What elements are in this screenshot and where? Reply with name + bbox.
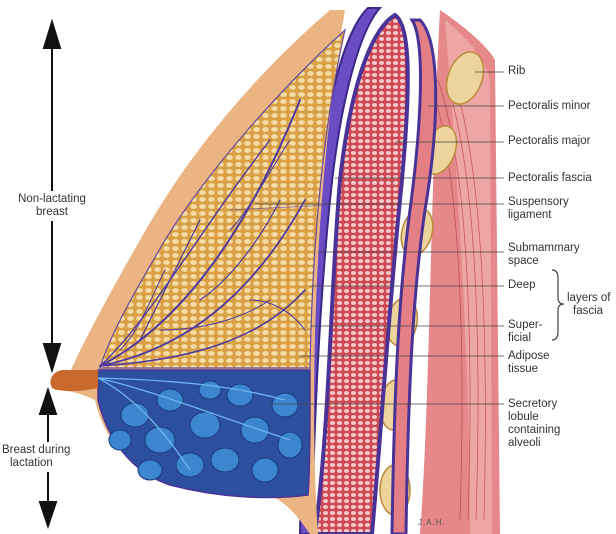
label-superficial: Super- ficial	[508, 319, 543, 345]
label-submammary-line1: Submammary	[508, 242, 580, 255]
label-secretory-line2: lobule	[508, 411, 560, 424]
label-layers-line2: fascia	[567, 305, 610, 318]
label-non-lactating-line2: breast	[4, 206, 100, 219]
label-suspensory-line2: ligament	[508, 209, 569, 222]
label-superficial-line1: Super-	[508, 319, 543, 332]
label-pectoralis-minor: Pectoralis minor	[508, 100, 590, 113]
label-deep: Deep	[508, 279, 536, 292]
label-adipose-tissue: Adipose tissue	[508, 350, 550, 376]
label-suspensory-ligament: Suspensory ligament	[508, 196, 569, 222]
label-secretory-line4: alveoli	[508, 437, 560, 450]
adipose-tissue-region	[100, 30, 345, 368]
label-layers-line1: layers of	[567, 292, 610, 305]
artist-signature: J.A.H.	[418, 518, 446, 527]
nipple	[50, 370, 98, 391]
label-superficial-line2: ficial	[508, 332, 543, 345]
label-non-lactating-line1: Non-lactating	[4, 193, 100, 206]
label-secretory-line1: Secretory	[508, 398, 560, 411]
label-suspensory-line1: Suspensory	[508, 196, 569, 209]
label-lactating-line2: lactation	[2, 457, 70, 470]
label-lactating: Breast during lactation	[2, 442, 70, 472]
label-rib: Rib	[508, 65, 525, 78]
label-submammary-line2: space	[508, 255, 580, 268]
label-pectoralis-major: Pectoralis major	[508, 135, 590, 148]
label-non-lactating: Non-lactating breast	[4, 191, 100, 221]
label-secretory-line3: containing	[508, 424, 560, 437]
fascia-bracket	[552, 270, 564, 340]
label-adipose-line1: Adipose	[508, 350, 550, 363]
label-adipose-line2: tissue	[508, 363, 550, 376]
label-pectoralis-fascia: Pectoralis fascia	[508, 172, 592, 185]
label-submammary-space: Submammary space	[508, 242, 580, 268]
label-layers-of-fascia: layers of fascia	[567, 292, 610, 318]
label-secretory-lobule: Secretory lobule containing alveoli	[508, 398, 560, 450]
label-lactating-line1: Breast during	[2, 444, 70, 457]
